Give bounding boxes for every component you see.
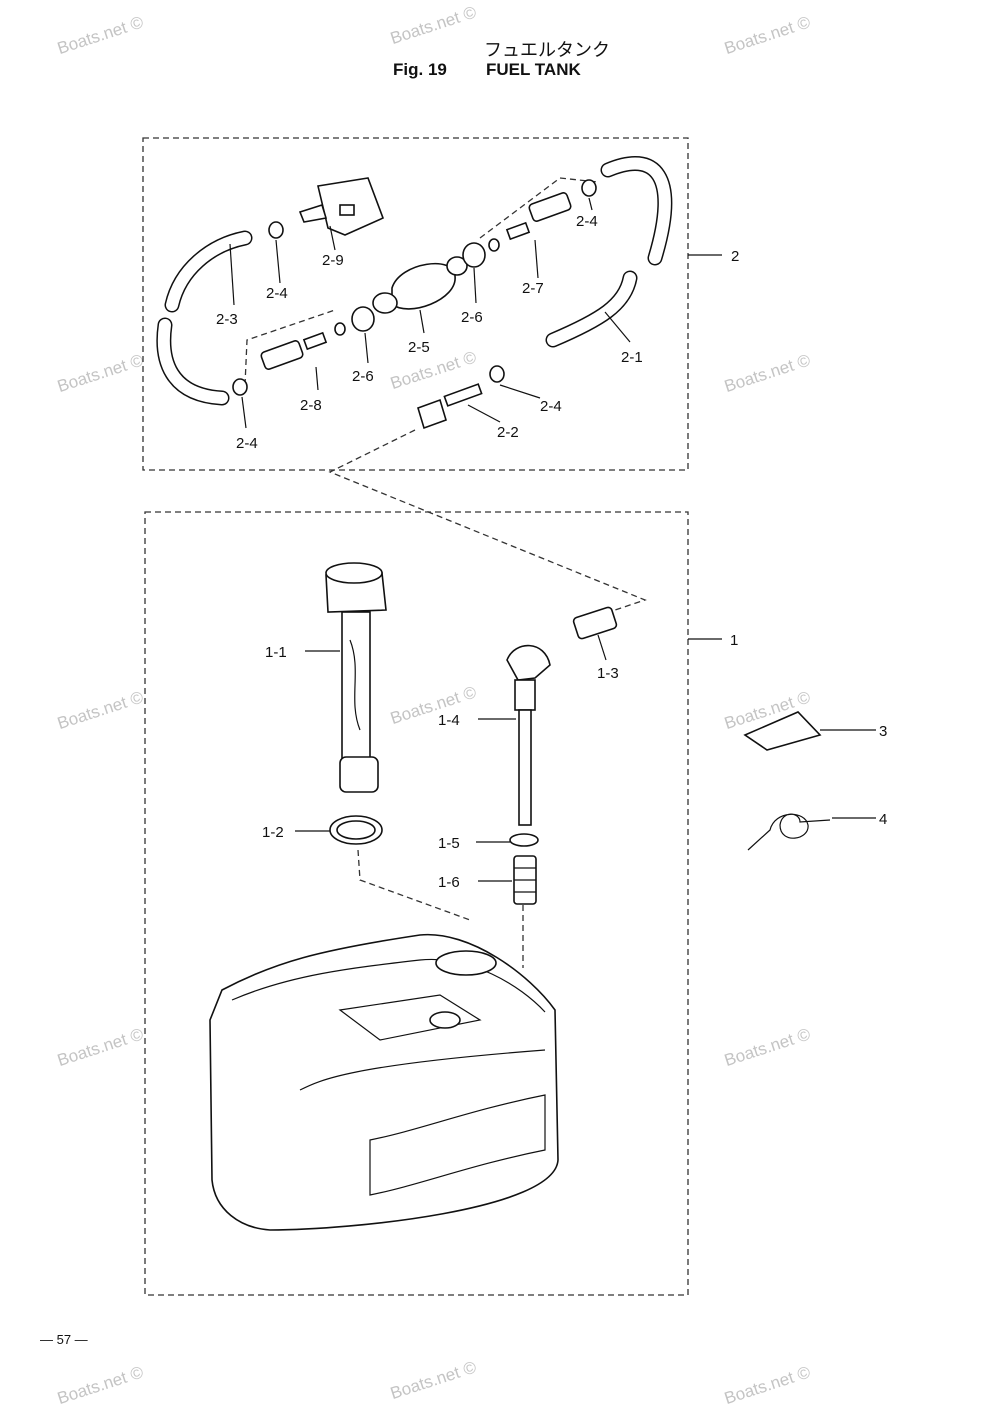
fuel-filter-mesh xyxy=(514,867,536,893)
callout-3: 3 xyxy=(879,723,887,740)
leader-2-4-d xyxy=(499,384,541,399)
connector-line-hose-to-tank xyxy=(328,429,647,611)
leader-2-5 xyxy=(419,309,425,334)
title-japanese: フュエルタンク xyxy=(484,40,610,61)
hose-fitting-2-2-barb xyxy=(443,383,483,407)
tank-assembly-group-box xyxy=(144,511,689,1296)
fitting-2-7-oring xyxy=(488,238,500,252)
leader-2-7 xyxy=(534,239,539,279)
hose-assembly-group-box xyxy=(142,137,689,471)
primer-bulb-2-5 xyxy=(391,262,456,310)
fuel-gauge-cap-top xyxy=(325,562,383,584)
leader-2-6-lower xyxy=(364,332,369,364)
fuel-hose-2-1-fill xyxy=(547,272,636,346)
hose-clamp-2-4-c xyxy=(232,378,248,396)
connector-line-gauge-to-tank xyxy=(357,849,471,921)
callout-1-4: 1-4 xyxy=(438,712,460,729)
leader-2-4-b xyxy=(588,197,593,211)
figure-number: Fig. 19 xyxy=(393,60,447,79)
elbow-fitting-1-4 xyxy=(506,644,551,681)
callout-2-8: 2-8 xyxy=(300,397,322,414)
fitting-2-7-small xyxy=(505,221,531,241)
fuel-tank-side-ridge xyxy=(299,1049,546,1091)
fuel-tank-filler-neck xyxy=(435,950,497,976)
fuel-tank-label-panel xyxy=(369,1094,546,1196)
callout-4: 4 xyxy=(879,811,887,828)
fitting-2-8-connector xyxy=(260,340,304,370)
fuel-hose-upper-right-fill xyxy=(602,157,671,264)
leader-2-1 xyxy=(604,311,631,343)
leader-2-8 xyxy=(315,366,319,391)
fuel-hose-2-3-fill xyxy=(166,232,251,311)
gasket-1-2-inner xyxy=(336,820,376,840)
leader-2-6-upper xyxy=(473,267,477,304)
fuel-pickup-tube xyxy=(518,709,532,826)
figure-title: FUEL TANK xyxy=(486,60,581,79)
callout-2-6-lower: 2-6 xyxy=(352,368,374,385)
fuel-tank-top-edge xyxy=(231,958,546,1013)
callout-2-4-c: 2-4 xyxy=(236,435,258,452)
callout-2-9: 2-9 xyxy=(322,252,344,269)
fuel-tank-body xyxy=(209,933,559,1231)
fuel-gauge-float xyxy=(339,756,379,793)
fuel-fitting-1-3 xyxy=(572,606,618,640)
callout-2-1: 2-1 xyxy=(621,349,643,366)
page-number: — 57 — xyxy=(40,1332,88,1347)
callout-1-1: 1-1 xyxy=(265,644,287,661)
callout-2-2: 2-2 xyxy=(497,424,519,441)
leader-2-9 xyxy=(329,225,336,251)
callout-2-3: 2-3 xyxy=(216,311,238,328)
callout-2-6-upper: 2-6 xyxy=(461,309,483,326)
callout-1-2: 1-2 xyxy=(262,824,284,841)
callout-2-4-a: 2-4 xyxy=(266,285,288,302)
fuel-tank-outlet xyxy=(429,1011,461,1029)
connector-nipple xyxy=(298,203,328,223)
primer-bulb-end-left xyxy=(372,292,398,314)
fuel-gauge-tube xyxy=(341,611,371,763)
elbow-fitting-threads xyxy=(514,679,536,711)
hose-clamp-2-4-d xyxy=(489,365,505,383)
check-valve-2-6-upper xyxy=(462,242,486,268)
part-3-pad xyxy=(743,711,822,751)
connector-latch xyxy=(339,204,355,216)
callout-2-4-b: 2-4 xyxy=(576,213,598,230)
leader-2-2 xyxy=(467,404,501,423)
fitting-2-8-oring xyxy=(334,322,346,336)
hose-clamp-2-4-b xyxy=(581,179,597,197)
callout-2-4-d: 2-4 xyxy=(540,398,562,415)
fuel-hose-2-3-lower-fill xyxy=(157,319,228,404)
fitting-2-7-connector xyxy=(528,192,572,222)
leader-2-4-c xyxy=(241,396,247,429)
fuel-tank-top-recess xyxy=(338,994,482,1041)
check-valve-2-6-lower xyxy=(351,306,375,332)
connector-line-2-8 xyxy=(244,309,336,386)
fitting-2-8-small xyxy=(302,331,328,351)
fuel-gauge-wire xyxy=(349,639,361,731)
callout-2-5: 2-5 xyxy=(408,339,430,356)
callout-1-6: 1-6 xyxy=(438,874,460,891)
callout-1-5: 1-5 xyxy=(438,835,460,852)
callout-2-7: 2-7 xyxy=(522,280,544,297)
leader-2-3 xyxy=(229,243,235,306)
hose-fitting-2-2-nut xyxy=(417,398,447,430)
callout-1: 1 xyxy=(730,632,738,649)
part-4-spring xyxy=(747,813,831,851)
hose-clamp-2-4-a xyxy=(268,221,284,239)
callout-1-3: 1-3 xyxy=(597,665,619,682)
leader-2-4-a xyxy=(275,239,281,284)
oring-1-5 xyxy=(509,833,539,847)
leader-1-3 xyxy=(597,634,607,661)
primer-bulb-end-right xyxy=(446,256,468,276)
callout-2: 2 xyxy=(731,248,739,265)
